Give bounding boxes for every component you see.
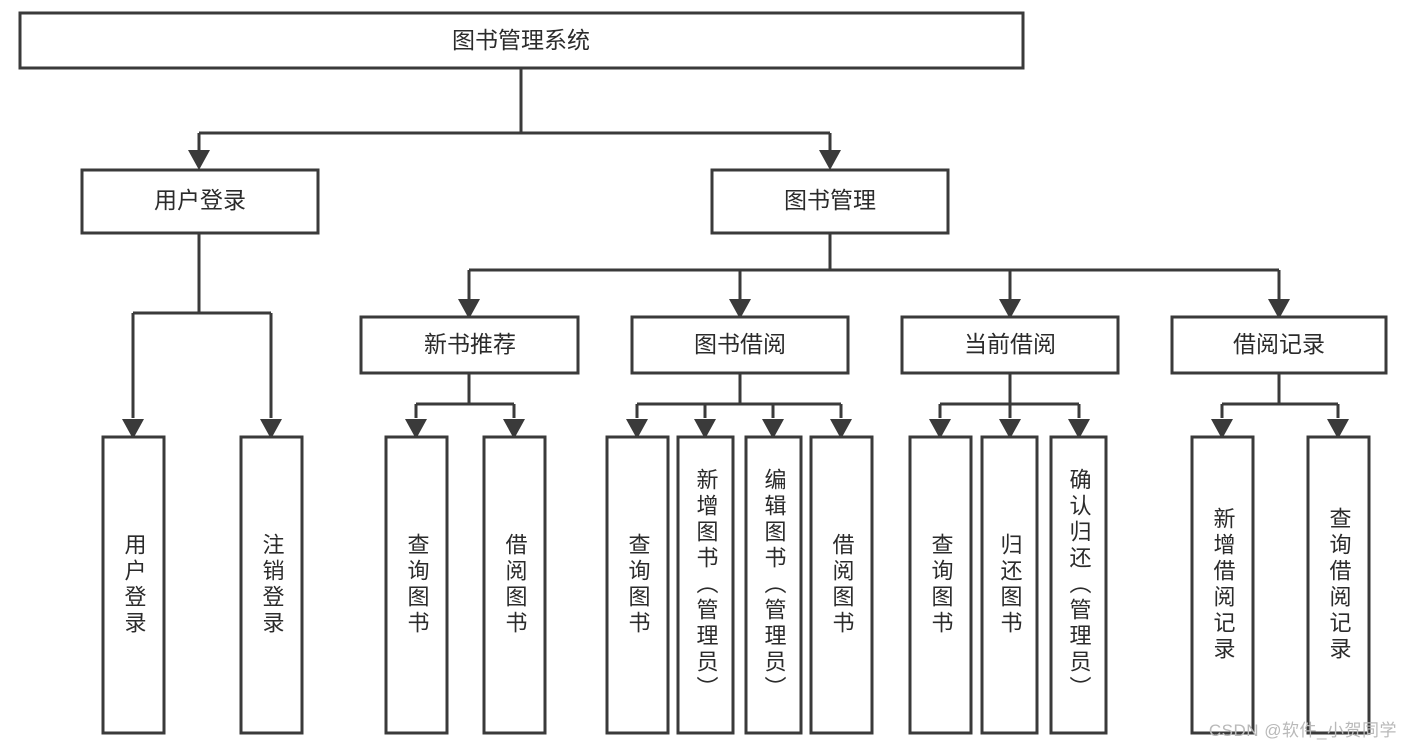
leaf-user-login-logout-box[interactable] [239,435,304,735]
leaf-bookborrow-borrow-box[interactable] [809,435,874,735]
leaf-newbook-query-box[interactable] [384,435,449,735]
leaf-borrowrecord-add[interactable] [1190,435,1255,735]
node-current-borrow-label: 当前借阅 [964,331,1056,357]
node-user-login-label: 用户登录 [154,187,246,213]
leaf-user-login-logout[interactable] [239,435,304,735]
node-book-borrow-box[interactable] [630,315,850,375]
node-new-book-recommend-box[interactable] [359,315,580,375]
leaf-currentborrow-confirm[interactable] [1049,435,1108,735]
node-root-box[interactable] [18,11,1025,70]
leaf-bookborrow-edit-box[interactable] [744,435,803,735]
leaf-newbook-query[interactable] [384,435,449,735]
leaf-currentborrow-return[interactable] [980,435,1039,735]
node-borrow-record[interactable]: 借阅记录 [1170,315,1388,375]
node-user-login-box[interactable] [80,168,320,235]
node-root-label: 图书管理系统 [452,27,590,53]
node-book-borrow-label: 图书借阅 [694,331,786,357]
leaf-user-login-login[interactable] [101,435,166,735]
leaf-bookborrow-query[interactable] [605,435,670,735]
node-borrow-record-label: 借阅记录 [1233,331,1325,357]
leaf-bookborrow-borrow[interactable] [809,435,874,735]
node-borrow-record-box[interactable] [1170,315,1388,375]
leaf-borrowrecord-add-box[interactable] [1190,435,1255,735]
arrow-to-user-login-icon [188,150,210,170]
leaf-currentborrow-return-box[interactable] [980,435,1039,735]
leaf-newbook-borrow[interactable] [482,435,547,735]
leaf-currentborrow-query-box[interactable] [908,435,973,735]
leaf-user-login-login-box[interactable] [101,435,166,735]
leaf-bookborrow-add[interactable] [676,435,735,735]
leaf-borrowrecord-query-box[interactable] [1306,435,1371,735]
node-root-system[interactable]: 图书管理系统 [18,11,1025,70]
arrow-to-book-manage-icon [819,150,841,170]
leaf-currentborrow-confirm-box[interactable] [1049,435,1108,735]
node-user-login[interactable]: 用户登录 [80,168,320,235]
node-book-manage-box[interactable] [710,168,950,235]
leaf-newbook-borrow-box[interactable] [482,435,547,735]
leaf-currentborrow-query[interactable] [908,435,973,735]
leaf-borrowrecord-query[interactable] [1306,435,1371,735]
connector-layer [122,68,1349,439]
leaf-bookborrow-edit[interactable] [744,435,803,735]
node-current-borrow[interactable]: 当前借阅 [900,315,1120,375]
node-book-manage[interactable]: 图书管理 [710,168,950,235]
leaf-bookborrow-add-box[interactable] [676,435,735,735]
leaf-bookborrow-query-box[interactable] [605,435,670,735]
node-new-book-recommend-label: 新书推荐 [424,331,516,357]
node-new-book-recommend[interactable]: 新书推荐 [359,315,580,375]
node-book-manage-label: 图书管理 [784,187,876,213]
node-current-borrow-box[interactable] [900,315,1120,375]
node-book-borrow[interactable]: 图书借阅 [630,315,850,375]
